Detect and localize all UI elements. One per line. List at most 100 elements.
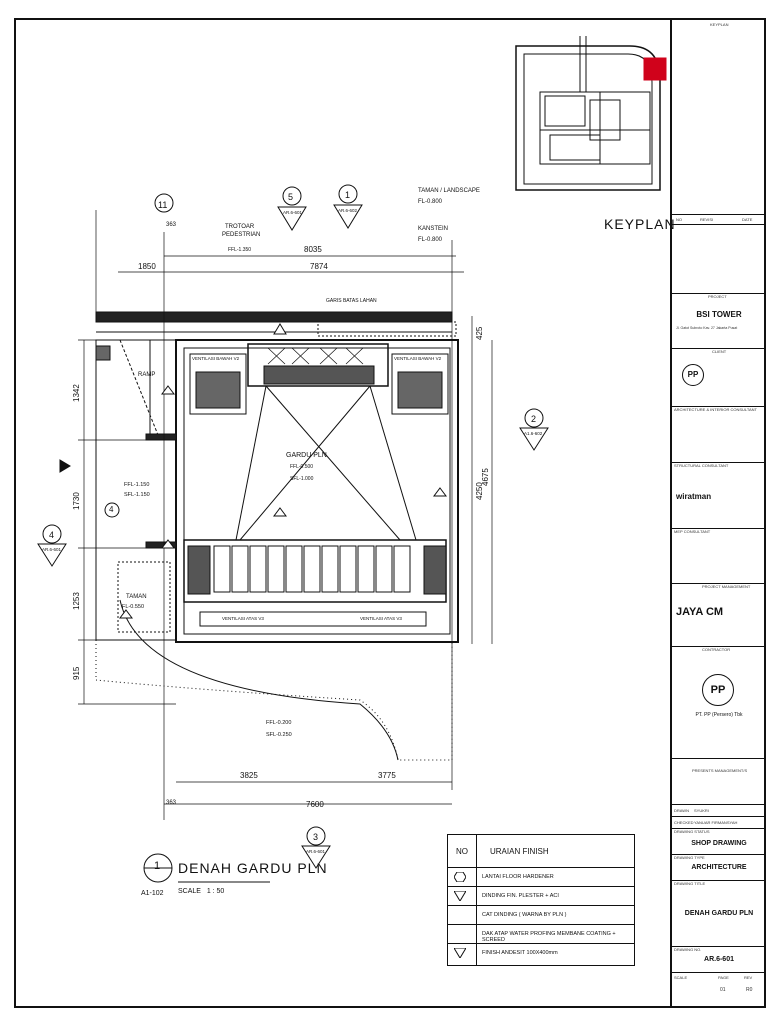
ffl-left-label: FFL-1.150 — [124, 482, 150, 488]
legend-row: LANTAI FLOOR HARDENER — [448, 867, 634, 886]
tb-page-label: PAGE — [718, 975, 729, 980]
title-block: KEYPLAN NO REVISI DATE PROJECT BSI TOWER… — [670, 18, 766, 1008]
tb-page: 01 — [720, 987, 726, 993]
dim-3775: 3775 — [378, 771, 396, 780]
dim-363-top: 363 — [166, 222, 177, 228]
arch-row — [672, 406, 766, 407]
legend-row: DINDING FIN. PLESTER + ACI — [448, 886, 634, 905]
client-row — [672, 348, 766, 349]
title-number: 1 — [154, 860, 161, 872]
gardu-pln-label: GARDU PLN — [286, 452, 327, 459]
scale-label: SCALE — [178, 888, 201, 895]
title-ref: A1-102 — [141, 890, 164, 897]
rev-label: REVISI — [700, 217, 714, 222]
section-markers — [37, 184, 549, 883]
revision-rows — [672, 224, 766, 294]
triangle-down-symbol-icon — [454, 948, 466, 958]
dim-7600: 7600 — [306, 800, 324, 809]
type-label: DRAWING TYPE — [674, 855, 705, 860]
trotoar-label: TROTOAR — [225, 224, 255, 230]
sfl-left-label: SFL-1.150 — [124, 492, 150, 498]
keyplan-header: KEYPLAN — [710, 22, 729, 27]
mep-row — [672, 528, 766, 529]
taman-fl-label: FL-0.800 — [418, 199, 443, 205]
legend-row: CAT DINDING ( WARNA BY PLN ) — [448, 905, 634, 924]
project-name: BSI TOWER — [696, 310, 742, 319]
legend-row-text: DINDING FIN. PLESTER + ACI — [482, 893, 559, 899]
scale-page-row: SCALE PAGE REV 01 R0 — [672, 972, 766, 1006]
dim-7874: 7874 — [310, 262, 328, 271]
type-row — [672, 854, 766, 855]
keyplan-map — [515, 36, 667, 191]
gardu-ffl-label: FFL-0.500 — [290, 464, 314, 470]
pedestrian-label: PEDESTRIAN — [222, 232, 261, 238]
drawing-type: ARCHITECTURE — [691, 864, 747, 871]
drawing-scale: SCALE 1 : 50 — [178, 888, 224, 895]
kanstein-fl-label: FL-0.800 — [418, 237, 443, 243]
legend-row-text: LANTAI FLOOR HARDENER — [482, 874, 554, 880]
taman-fl2-label: FL-0.550 — [122, 604, 145, 610]
finish-legend-table: NO URAIAN FINISH LANTAI FLOOR HARDENER D… — [447, 834, 635, 966]
dim-1253: 1253 — [72, 592, 81, 610]
section-5-ref: AR.6-601 — [283, 210, 303, 215]
vent-bawah-left-label: VENTILASI BAWAH V2 — [192, 356, 240, 361]
grid-11-label: 11 — [158, 200, 168, 210]
section-2-number: 2 — [531, 414, 537, 424]
legend-row-text: DAK ATAP WATER PROFING MEMBANE COATING +… — [482, 931, 616, 943]
drawing-sheet-border — [14, 18, 766, 1008]
dim-3825: 3825 — [240, 771, 258, 780]
vent-atas-right-label: VENTILASI ATAS V3 — [360, 616, 402, 621]
hexagon-symbol-icon — [454, 872, 466, 882]
ffl-trotoar-label: FFL-1.350 — [228, 247, 252, 253]
ffl-bottom-label: FFL-0.200 — [266, 720, 292, 726]
dwgno-label: DRAWING NO. — [674, 947, 702, 952]
dim-915: 915 — [72, 666, 81, 680]
legend-header-no: NO — [456, 847, 468, 856]
taman-label: TAMAN — [126, 594, 147, 600]
drawing-title: DENAH GARDU PLN — [178, 860, 328, 876]
contractor-label: CONTRACTOR — [702, 647, 731, 652]
dim-4675: 4675 — [481, 468, 490, 486]
contractor-pp-logo-icon: PP — [702, 674, 734, 706]
section-1-number: 1 — [345, 190, 351, 200]
drawing-status: SHOP DRAWING — [691, 840, 747, 847]
checked-label: CHECKED — [674, 820, 694, 825]
checked-row: CHECKED YANUAR FIRMANSYAH — [672, 816, 766, 828]
drawn-label: DRAWN — [674, 808, 689, 813]
client-pp-logo-icon: PP — [682, 364, 704, 386]
checked-name: YANUAR FIRMANSYAH — [694, 820, 738, 825]
project-address: Jl. Gatot Subroto Kav. 27 Jakarta Pusat — [676, 326, 738, 330]
garis-batas-label: GARIS BATAS LAHAN — [326, 298, 377, 304]
dim-1730: 1730 — [72, 492, 81, 510]
rev-date-label: DATE — [742, 217, 753, 222]
contractor-row — [672, 646, 766, 647]
client-label: CLIENT — [712, 349, 727, 354]
dwgno-row — [672, 946, 766, 947]
section-4b-number: 4 — [109, 505, 114, 514]
section-5-number: 5 — [288, 192, 294, 202]
taman-landscape-label: TAMAN / LANDSCAPE — [418, 188, 480, 194]
legend-row-text: CAT DINDING ( WARNA BY PLN ) — [482, 912, 567, 918]
struct-name: wiratman — [676, 492, 712, 501]
rev-no-label: NO — [676, 217, 682, 222]
section-2-ref: A1.6-602 — [524, 431, 543, 436]
contractor-name: PT. PP (Persero) Tbk — [695, 712, 743, 718]
legend-header-title: URAIAN FINISH — [490, 847, 549, 856]
gardu-sfl-label: SFL-1.000 — [290, 476, 314, 482]
kanstein-label: KANSTEIN — [418, 226, 449, 232]
section-3-number: 3 — [313, 832, 319, 842]
title-row — [672, 880, 766, 881]
struct-label: STRUCTURAL CONSULTANT — [674, 463, 729, 468]
pm-name: JAYA CM — [676, 606, 724, 618]
tb-rev-label: REV — [744, 975, 753, 980]
ramp-label: RAMP — [138, 372, 156, 378]
approval-label: PRESENTS MANAGEMENT/S — [692, 768, 748, 773]
tb-rev: R0 — [746, 987, 753, 993]
section-1-ref: AR.6-602 — [338, 208, 358, 213]
status-row — [672, 828, 766, 829]
section-4-number: 4 — [49, 530, 55, 540]
vent-bawah-right-label: VENTILASI BAWAH V2 — [394, 356, 442, 361]
dim-363-bottom: 363 — [166, 800, 177, 806]
title-label: DRAWING TITLE — [674, 881, 706, 886]
